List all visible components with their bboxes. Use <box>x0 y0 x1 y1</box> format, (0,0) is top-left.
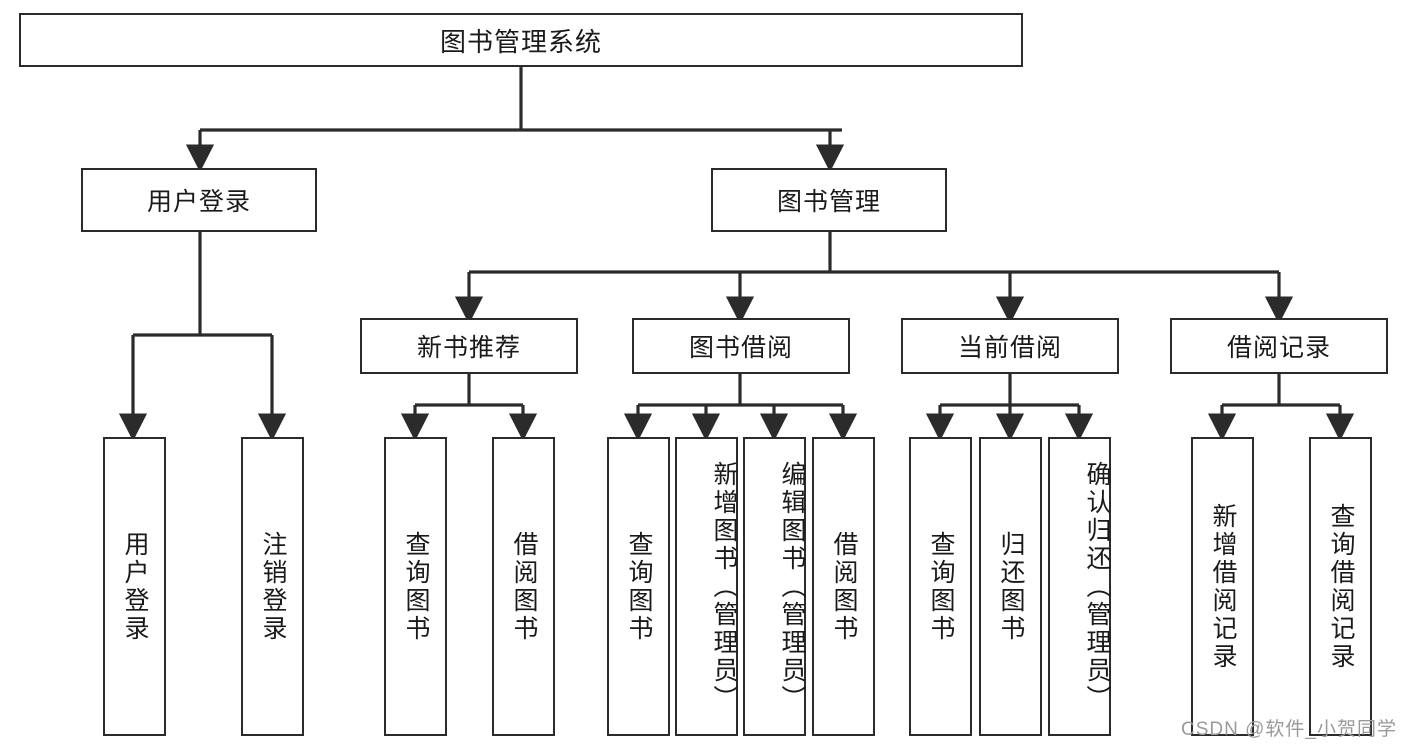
node-borrow-record[interactable]: 借阅记录 <box>1170 318 1388 374</box>
leaf-logout-login[interactable]: 注销登录 <box>241 437 304 736</box>
leaf-query-borrow-record[interactable]: 查询借阅记录 <box>1309 437 1372 736</box>
leaf-borrow-book[interactable]: 借阅图书 <box>812 437 875 736</box>
leaf-user-login[interactable]: 用户登录 <box>103 437 166 736</box>
leaf-edit-book-admin[interactable]: 编辑图书（管理员） <box>743 437 806 736</box>
node-user-login[interactable]: 用户登录 <box>81 168 317 232</box>
leaf-add-borrow-record[interactable]: 新增借阅记录 <box>1191 437 1254 736</box>
leaf-query-book-recommend[interactable]: 查询图书 <box>384 437 447 736</box>
leaf-borrow-book-recommend[interactable]: 借阅图书 <box>492 437 555 736</box>
node-book-borrow[interactable]: 图书借阅 <box>632 318 850 374</box>
node-new-book-recommend[interactable]: 新书推荐 <box>360 318 578 374</box>
leaf-add-book-admin[interactable]: 新增图书（管理员） <box>675 437 738 736</box>
node-root[interactable]: 图书管理系统 <box>19 13 1023 67</box>
leaf-return-book[interactable]: 归还图书 <box>979 437 1042 736</box>
leaf-query-book-borrow[interactable]: 查询图书 <box>607 437 670 736</box>
leaf-query-book-current[interactable]: 查询图书 <box>909 437 972 736</box>
node-current-borrow[interactable]: 当前借阅 <box>901 318 1119 374</box>
node-book-manage[interactable]: 图书管理 <box>711 168 947 232</box>
leaf-confirm-return-admin[interactable]: 确认归还（管理员） <box>1048 437 1111 736</box>
